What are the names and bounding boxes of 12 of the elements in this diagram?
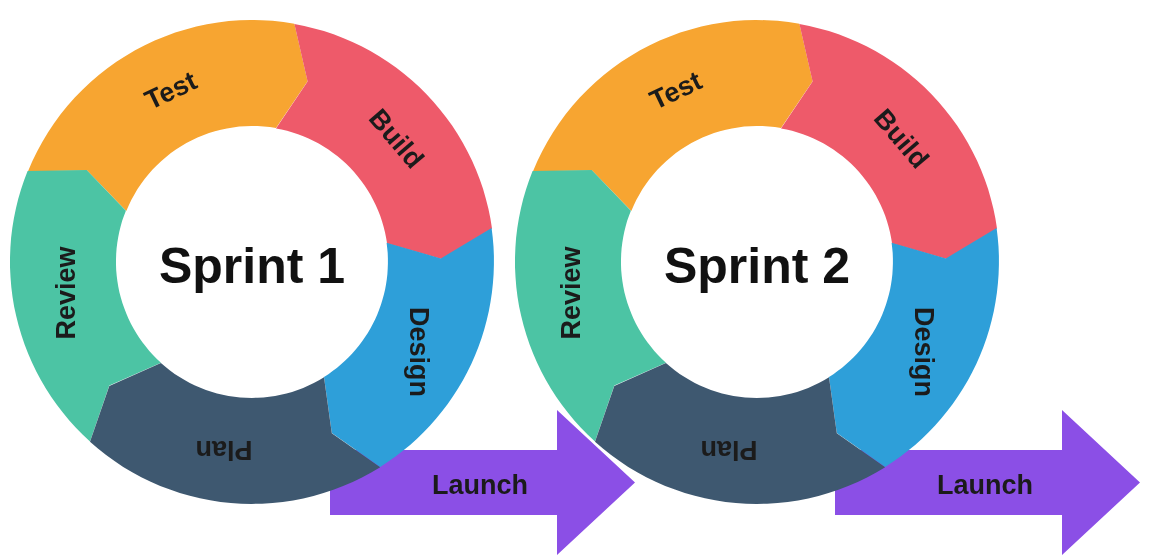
segment-label: Test — [140, 67, 201, 116]
sprint-title: Sprint 1 — [158, 241, 346, 291]
segment-label: Plan — [195, 435, 253, 463]
arrow-label: Launch — [937, 471, 1033, 498]
segment-label: Test — [645, 67, 706, 116]
segment-label: Design — [909, 307, 937, 398]
segment-label: Plan — [700, 435, 758, 463]
segment-label: Review — [52, 246, 80, 340]
segment-label: Design — [404, 307, 432, 398]
segment-label: Review — [557, 246, 585, 340]
arrow-label: Launch — [432, 471, 528, 498]
sprint-title: Sprint 2 — [663, 241, 851, 291]
